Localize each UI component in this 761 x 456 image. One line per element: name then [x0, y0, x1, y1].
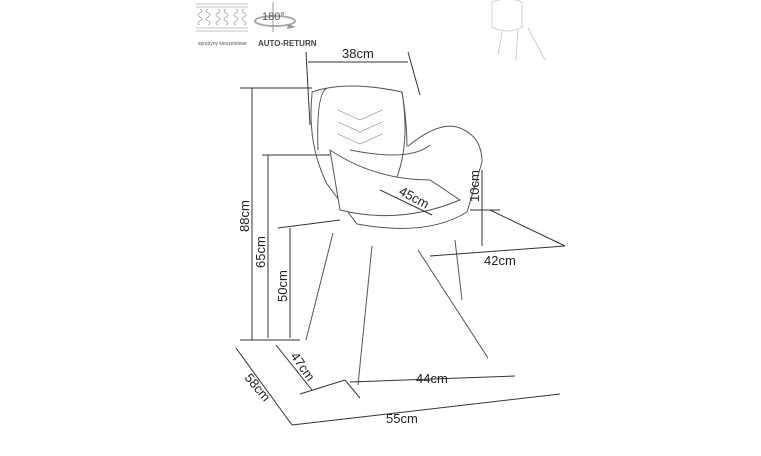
dim-total-depth: 58cm	[242, 370, 274, 404]
dim-total-height: 88cm	[237, 200, 252, 232]
dim-backrest-width: 38cm	[342, 46, 374, 61]
dimension-lines	[235, 51, 566, 426]
chair-thumbnail	[491, 0, 546, 61]
pocket-springs-icon	[196, 3, 248, 32]
chair-illustration	[305, 85, 489, 386]
dim-armrest-over-seat: 10cm	[467, 170, 482, 202]
rotation-icon	[254, 2, 296, 32]
dim-seat-width: 47cm	[288, 349, 319, 384]
dim-seat-height: 50cm	[275, 270, 290, 302]
rotation-degrees: 180°	[262, 11, 285, 23]
dim-total-width: 55cm	[386, 411, 418, 426]
springs-label: sprężyny kieszeniowe	[198, 41, 247, 47]
dim-armrest-height: 65cm	[253, 236, 268, 268]
rotation-label: AUTO-RETURN	[258, 39, 317, 48]
dim-armrest-depth: 42cm	[484, 253, 516, 268]
dim-leg-span: 44cm	[416, 371, 448, 386]
